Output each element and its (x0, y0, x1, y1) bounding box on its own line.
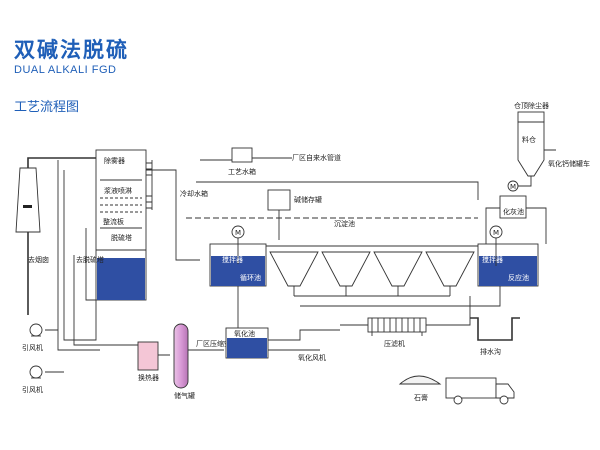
gypsum-label: 石膏 (414, 393, 428, 402)
lime-silo (517, 121, 545, 177)
rectifier-plate-label: 整流板 (103, 217, 124, 226)
gas-storage-tank (173, 323, 189, 389)
induced-fan-2 (29, 365, 43, 379)
heat-exchanger (137, 341, 159, 371)
drainage-label: 排水沟 (480, 347, 501, 356)
filter-press-label: 压滤机 (384, 339, 405, 348)
demister-label: 除雾器 (104, 156, 125, 165)
induced-fan-1 (29, 323, 43, 337)
truck (445, 377, 515, 405)
section-heading: 工艺流程图 (14, 100, 80, 115)
to-tower-label: 去脱硫塔 (76, 255, 104, 264)
sedimentation-cones (266, 245, 480, 297)
fan2-label: 引风机 (22, 385, 43, 394)
factory-air-label: 厂区压缩空气管道 (196, 339, 252, 348)
tower-label: 脱硫塔 (111, 233, 132, 242)
process-tank-label: 工艺水箱 (228, 167, 256, 176)
silo-collector-label: 仓顶除尘器 (514, 101, 549, 110)
cooling-tank-label: 冷却水箱 (180, 189, 208, 198)
silo-dust-collector (517, 111, 545, 123)
to-chimney-label: 去烟囱 (28, 255, 49, 264)
gypsum-pile (398, 375, 442, 385)
reaction-tank (477, 225, 539, 287)
oxidation-tank (225, 327, 269, 359)
reaction-label: 反应池 (508, 273, 529, 282)
process-water-tank (231, 147, 253, 163)
gas-tank-label: 储气罐 (174, 391, 195, 400)
alkali-tank-label: 碱储存罐 (294, 195, 322, 204)
silo-label: 料仓 (522, 135, 536, 144)
heat-exchanger-label: 换热器 (138, 373, 159, 382)
spray-layer-label: 浆液喷淋 (104, 186, 132, 195)
drainage-ditch (470, 317, 520, 341)
tap-water-label: 厂区自来水管道 (292, 153, 341, 162)
filter-press (367, 317, 427, 336)
motor-2: M (493, 229, 499, 237)
circulation-label: 循环池 (240, 273, 261, 282)
alkali-storage-tank (267, 189, 291, 211)
oxidation-fan-label: 氧化风机 (298, 353, 326, 362)
page-title: 双碱法脱硫 (14, 38, 129, 62)
oxidation-tank-label: 氧化池 (234, 329, 255, 338)
truck-label: 氧化钙储罐车 (548, 159, 590, 168)
mixer-right-label: 搅拌器 (482, 255, 503, 264)
lime-tank (499, 180, 527, 219)
motor-3: M (510, 183, 516, 191)
sedimentation-label: 沉淀池 (334, 219, 355, 228)
chimney (15, 167, 41, 233)
circulation-tank (209, 225, 267, 287)
page-subtitle: DUAL ALKALI FGD (14, 64, 117, 76)
mixer-left-label: 搅拌器 (222, 255, 243, 264)
lime-tank-label: 化灰池 (503, 207, 524, 216)
motor-1: M (235, 229, 241, 237)
desulfurization-tower (95, 149, 153, 301)
fan1-label: 引风机 (22, 343, 43, 352)
